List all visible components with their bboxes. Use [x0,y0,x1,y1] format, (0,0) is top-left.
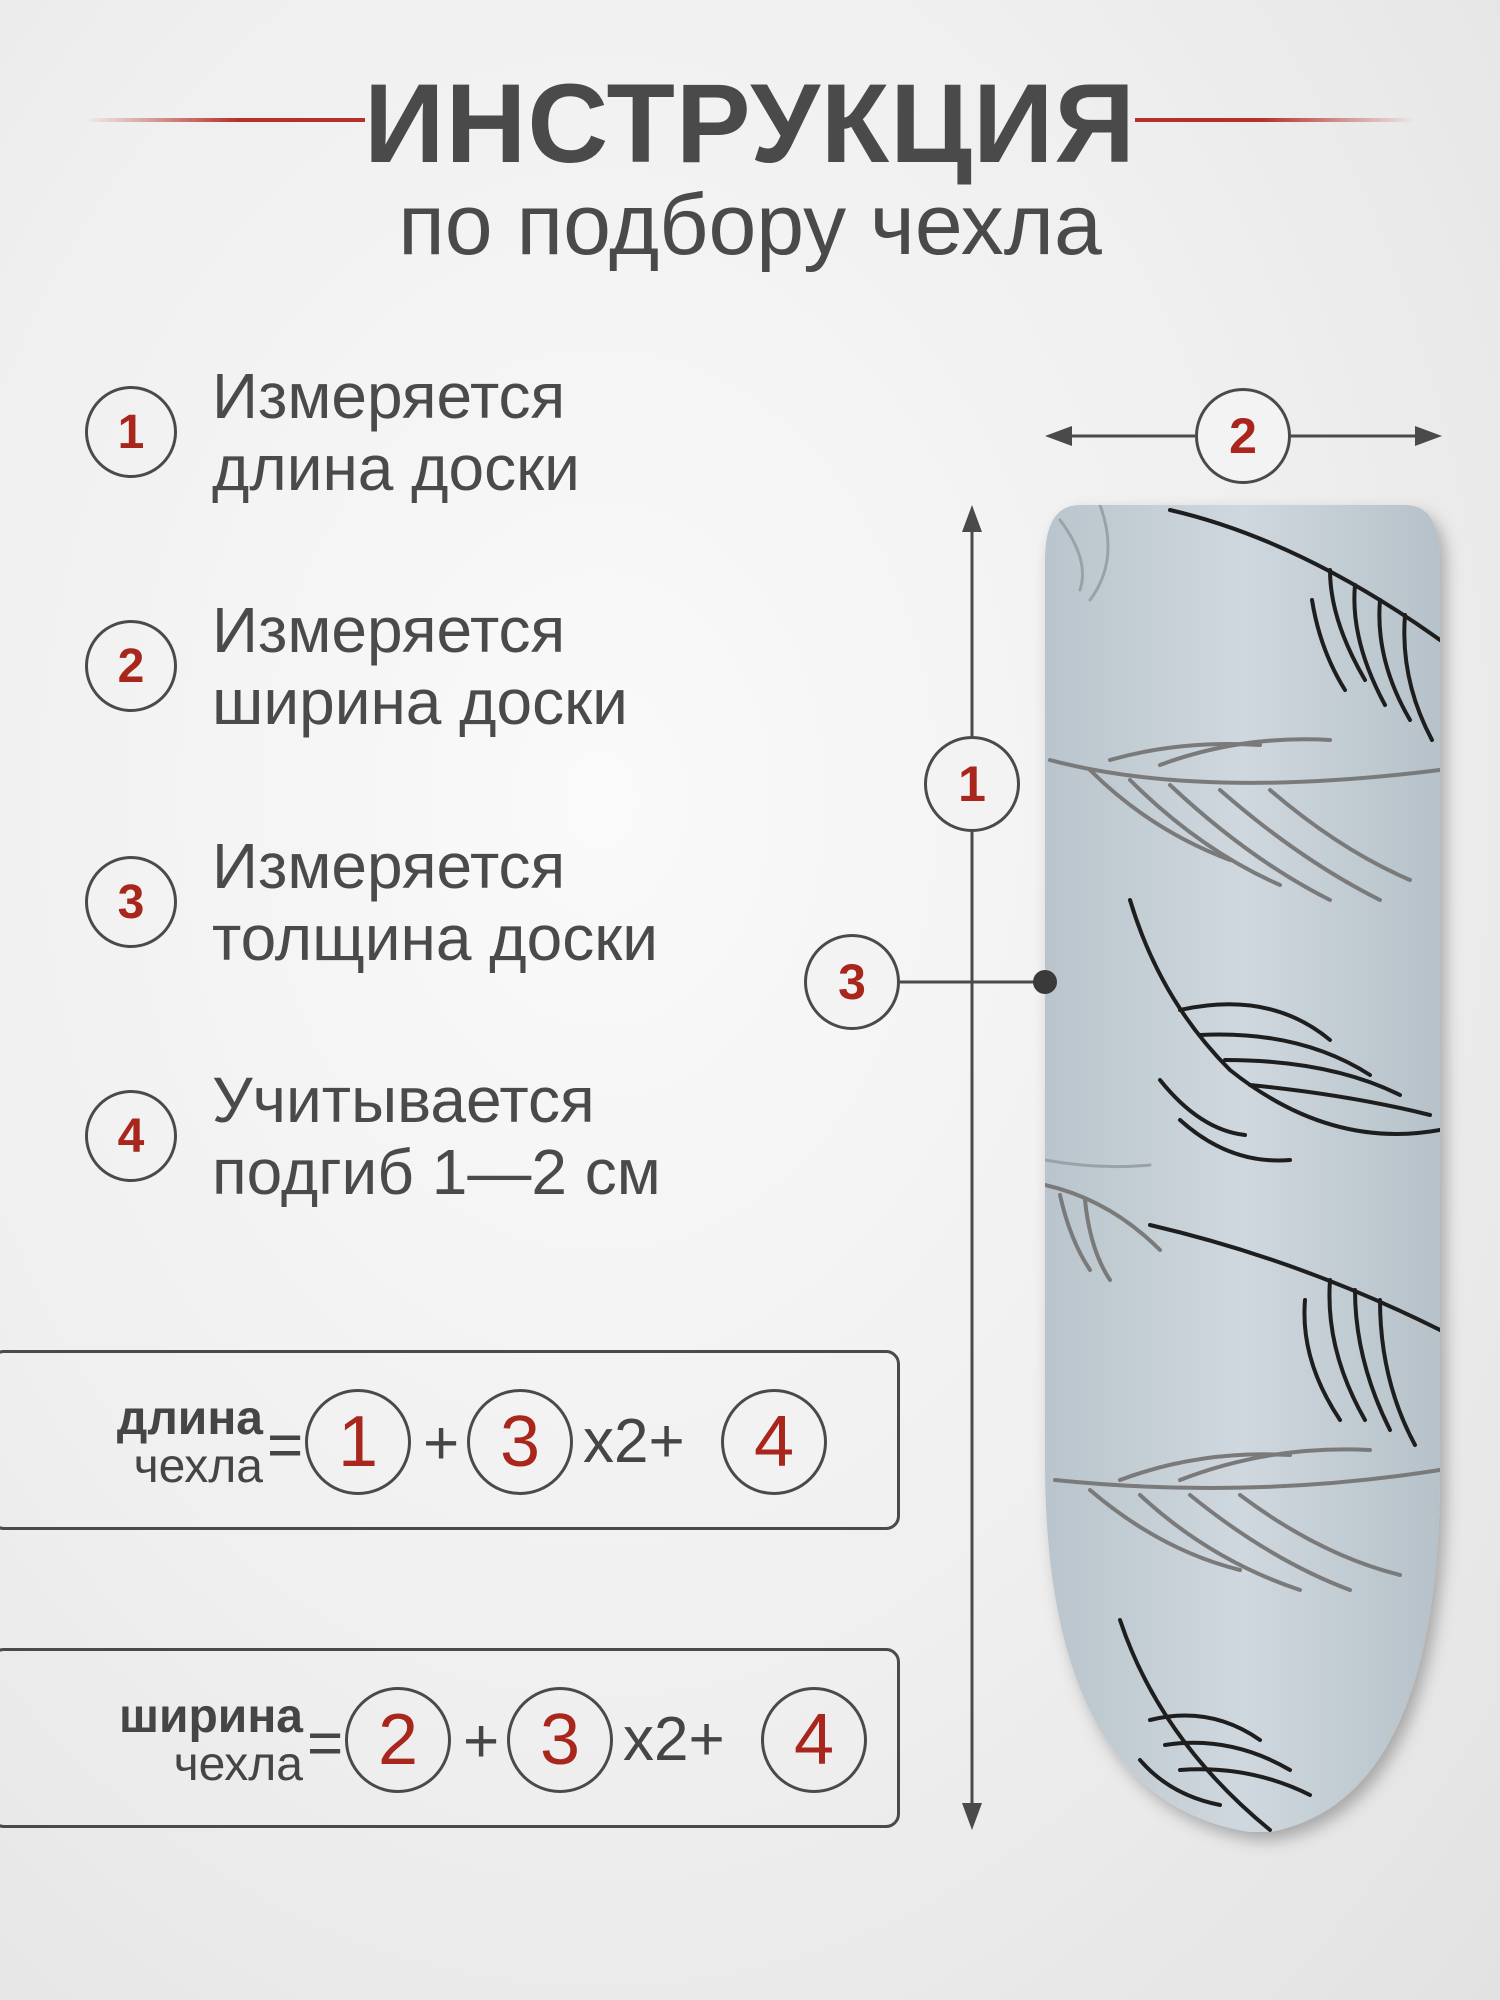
step-1-line1: Измеряется [212,360,566,432]
step-4-text: Учитывается подгиб 1—2 см [212,1064,772,1208]
step-2-line2: ширина доски [212,666,628,738]
step-4-line1: Учитывается [212,1064,595,1136]
leaf-pattern [1045,505,1440,1832]
diagram-marker-thickness: 3 [804,934,900,1030]
formula-width-box: ширина чехла = 2 + 3 x2+ 4 [0,1648,900,1828]
page-subtitle: по подбору чехла [398,177,1102,273]
formula-length-label-light: чехла [133,1440,263,1493]
step-1-number: 1 [85,386,177,478]
formula-width-times: x2+ [623,1705,725,1774]
formula-width-term-2: 2 [345,1687,451,1793]
formula-width-plus: + [463,1707,500,1776]
thickness-pointer [900,970,1057,994]
formula-length-times: x2+ [583,1407,685,1476]
step-2-number: 2 [85,620,177,712]
formula-width-label: ширина чехла [63,1693,303,1789]
formula-width-label-light: чехла [173,1738,303,1791]
formula-length-equals: = [267,1411,304,1480]
title-decor-line-right [1135,118,1415,122]
step-3-line1: Измеряется [212,830,566,902]
formula-length-plus: + [423,1409,460,1478]
diagram-marker-length: 1 [924,736,1020,832]
formula-length-label: длина чехла [53,1395,263,1491]
formula-width-equals: = [307,1709,344,1778]
formula-length-term-4: 4 [721,1389,827,1495]
step-1-line2: длина доски [212,432,580,504]
formula-width-term-4: 4 [761,1687,867,1793]
formula-length-term-1: 1 [305,1389,411,1495]
title-decor-line-left [85,118,365,122]
diagram-marker-width: 2 [1195,388,1291,484]
step-3-line2: толщина доски [212,902,658,974]
step-2-text: Измеряется ширина доски [212,594,772,738]
ironing-board [1045,505,1440,1832]
formula-width-label-bold: ширина [118,1690,303,1743]
formula-length-label-bold: длина [116,1392,263,1445]
step-4-number: 4 [85,1090,177,1182]
formula-width-term-3: 3 [507,1687,613,1793]
step-4-line2: подгиб 1—2 см [212,1136,661,1208]
step-3-number: 3 [85,856,177,948]
step-3-text: Измеряется толщина доски [212,830,772,974]
width-arrow [1045,426,1442,446]
step-2-line1: Измеряется [212,594,566,666]
page-title: ИНСТРУКЦИЯ [364,61,1136,186]
formula-length-term-3: 3 [467,1389,573,1495]
step-1-text: Измеряется длина доски [212,360,772,504]
length-arrow [962,505,982,1830]
formula-length-box: длина чехла = 1 + 3 x2+ 4 [0,1350,900,1530]
